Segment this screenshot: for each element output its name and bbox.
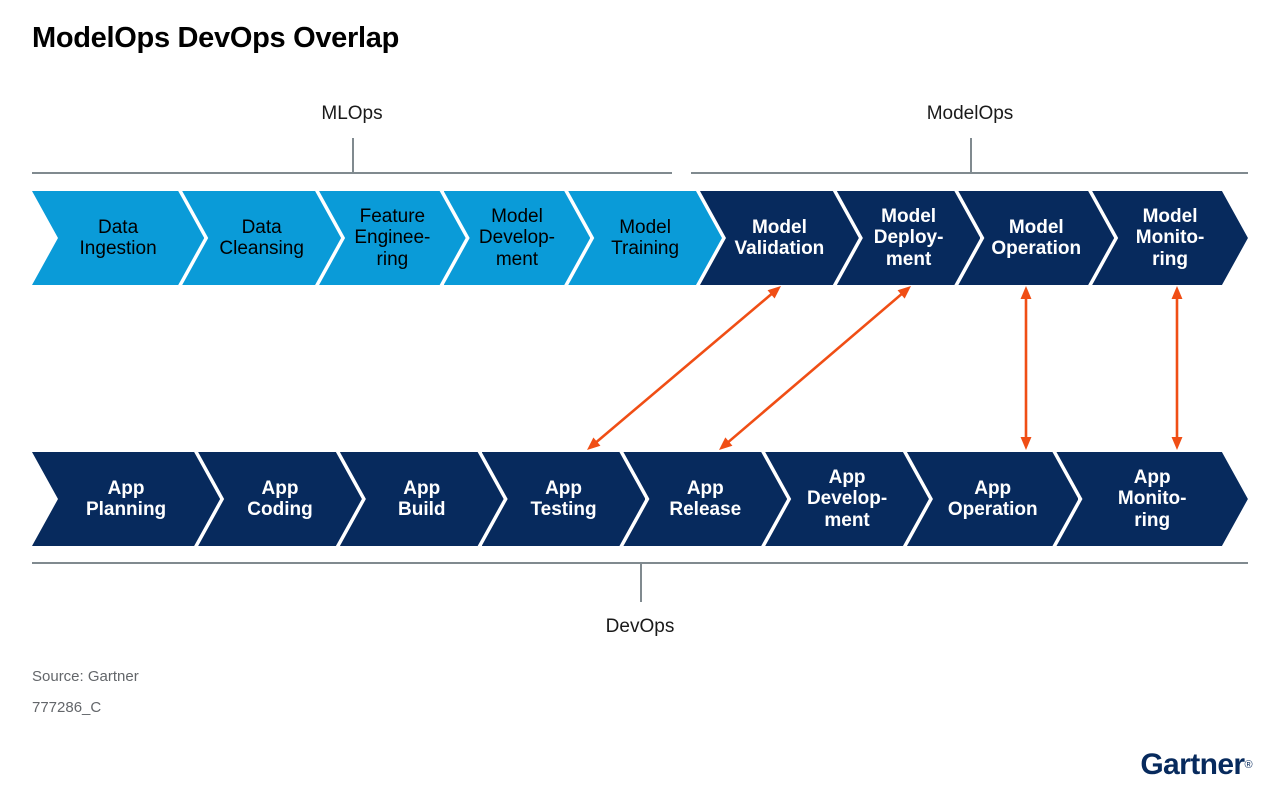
gartner-logo-wordmark: Gartner	[1140, 748, 1245, 781]
bracket-line-modelops	[691, 172, 1248, 174]
bracket-line-mlops	[32, 172, 672, 174]
arrow-app-operation-to-model-operation	[1020, 286, 1032, 450]
arrow-app-monitoring-to-model-monitoring	[1171, 286, 1183, 450]
page-title: ModelOps DevOps Overlap	[32, 22, 399, 54]
bracket-tick-modelops	[970, 138, 972, 172]
group-label-devops: DevOps	[605, 616, 675, 637]
group-label-modelops: ModelOps	[926, 103, 1014, 124]
group-label-mlops: MLOps	[321, 103, 383, 124]
bracket-tick-devops	[640, 562, 642, 602]
gartner-logo: Gartner®	[1140, 748, 1252, 782]
arrow-app-release-to-model-deployment	[719, 286, 911, 450]
document-id: 777286_C	[32, 699, 102, 716]
source-note: Source: Gartner	[32, 668, 139, 685]
bracket-tick-mlops	[352, 138, 354, 172]
arrow-app-testing-to-model-validation	[587, 286, 781, 450]
registered-trademark-icon: ®	[1244, 759, 1252, 771]
